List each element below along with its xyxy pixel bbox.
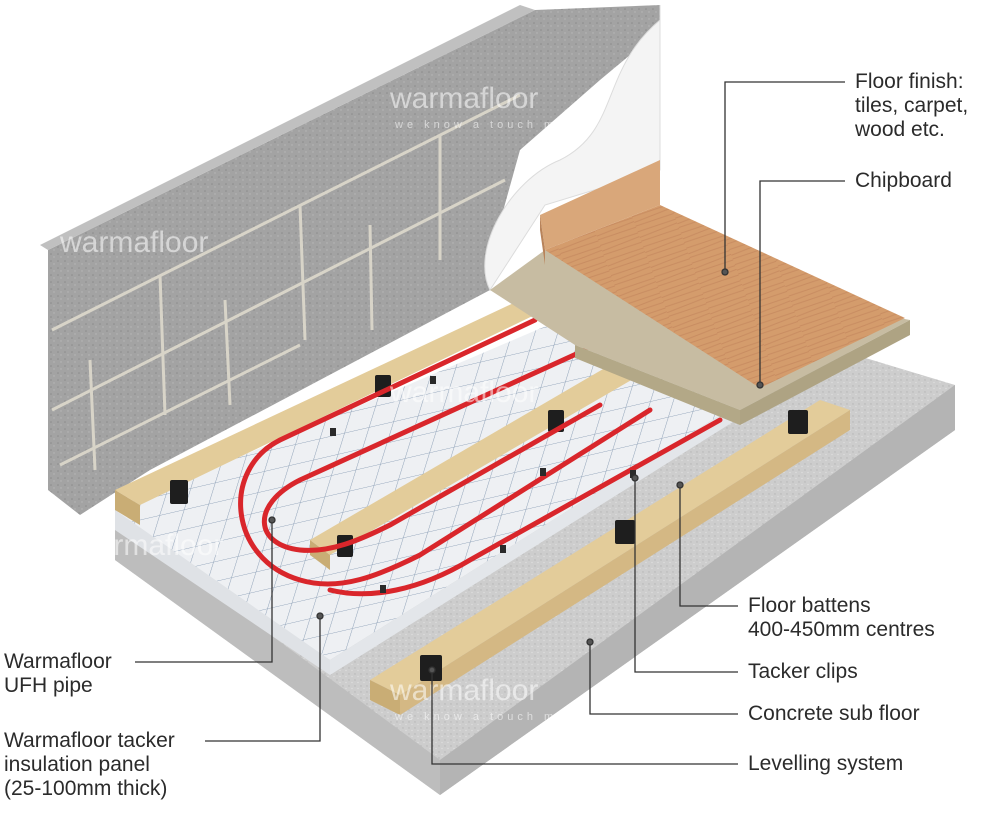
tacker-clips <box>330 376 636 593</box>
ufh-pipe <box>238 317 723 597</box>
watermark-brand: warmafloor <box>74 529 223 562</box>
watermark-brand: warmafloor <box>59 226 208 259</box>
watermark-tagline: we know a touch more <box>394 711 585 723</box>
block-wall <box>40 5 660 515</box>
label-floor-battens: Floor battens 400-450mm centres <box>748 594 935 641</box>
watermarks: warmafloor we know a touch more warmaflo… <box>59 82 585 723</box>
label-concrete-sub-floor: Concrete sub floor <box>748 702 920 725</box>
label-insulation-panel: Warmafloor tacker insulation panel (25-1… <box>4 729 175 800</box>
watermark-brand: warmafloor <box>389 82 538 115</box>
label-ufh-pipe: Warmafloor UFH pipe <box>4 650 112 697</box>
watermark-brand: warmafloor <box>389 674 538 707</box>
leader-lines <box>135 81 845 765</box>
watermark-tagline: we know a touch more <box>394 119 585 131</box>
floor-finish-layer <box>540 160 905 388</box>
label-chipboard: Chipboard <box>855 169 952 192</box>
label-floor-finish: Floor finish: tiles, carpet, wood etc. <box>855 70 969 141</box>
label-tacker-clips: Tacker clips <box>748 660 858 683</box>
plaster-wall <box>484 5 661 292</box>
label-levelling-system: Levelling system <box>748 752 904 775</box>
concrete-sub-floor <box>115 305 955 795</box>
watermark-brand: warmafloor <box>389 376 538 409</box>
